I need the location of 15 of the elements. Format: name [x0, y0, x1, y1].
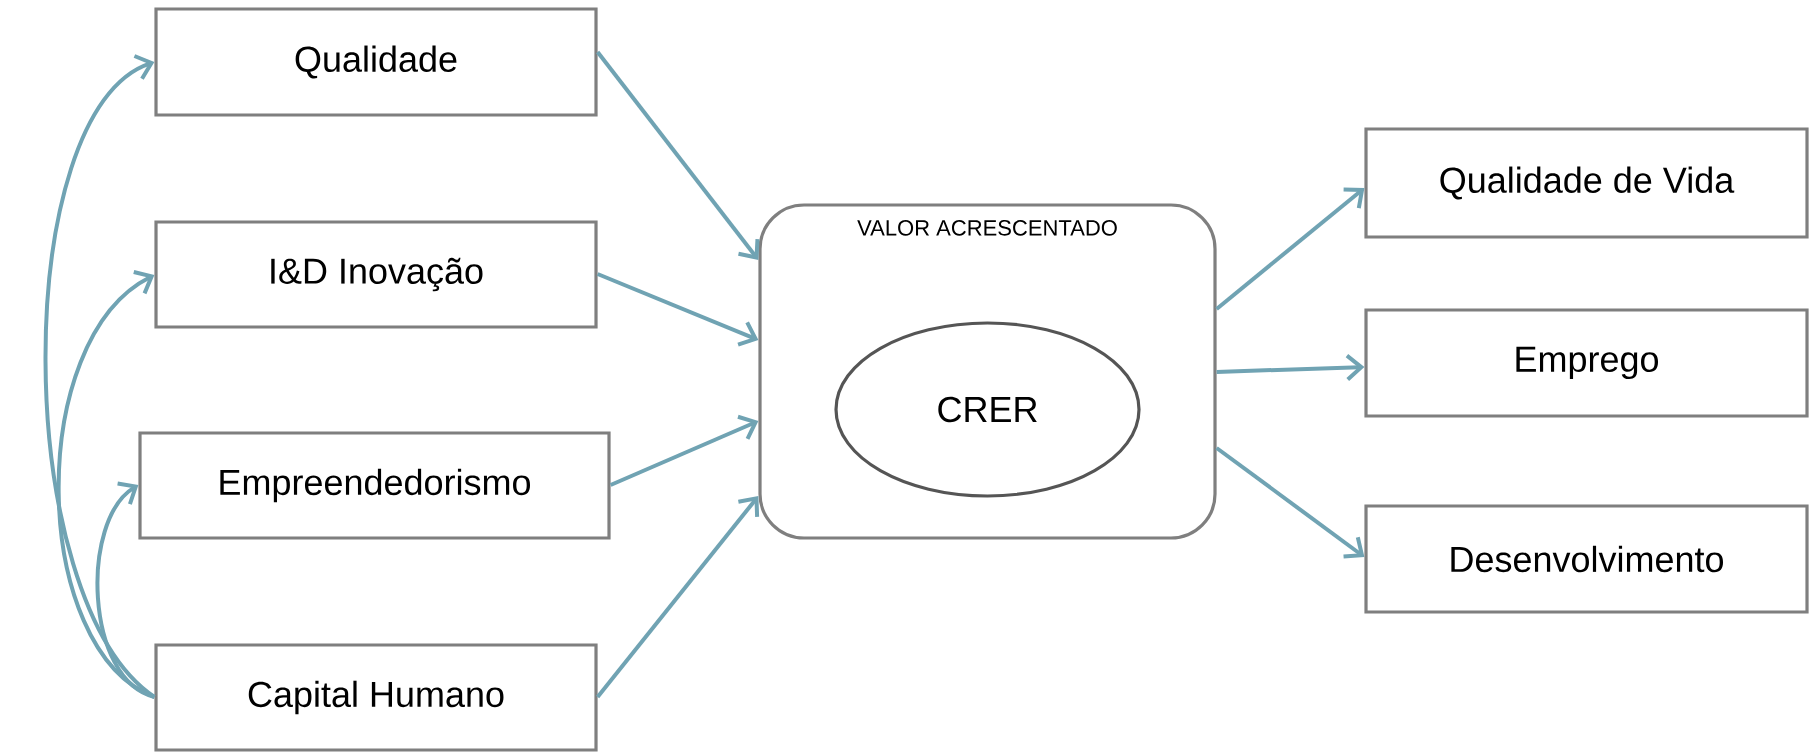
arrow	[596, 272, 759, 347]
box: Empreendedorismo	[138, 431, 611, 540]
arrow	[95, 481, 156, 699]
box: I&D Inovação	[154, 220, 598, 329]
arrow	[1215, 187, 1365, 311]
box: Qualidade de Vida	[1364, 127, 1809, 239]
box: Emprego	[1364, 308, 1809, 418]
box: Capital Humano	[154, 643, 598, 752]
arrow	[596, 496, 760, 699]
box: Desenvolvimento	[1364, 504, 1809, 614]
box: Qualidade	[154, 7, 598, 117]
arrow	[596, 50, 760, 260]
arrow	[1216, 354, 1365, 382]
arrow	[1215, 446, 1365, 559]
arrow	[609, 414, 759, 487]
